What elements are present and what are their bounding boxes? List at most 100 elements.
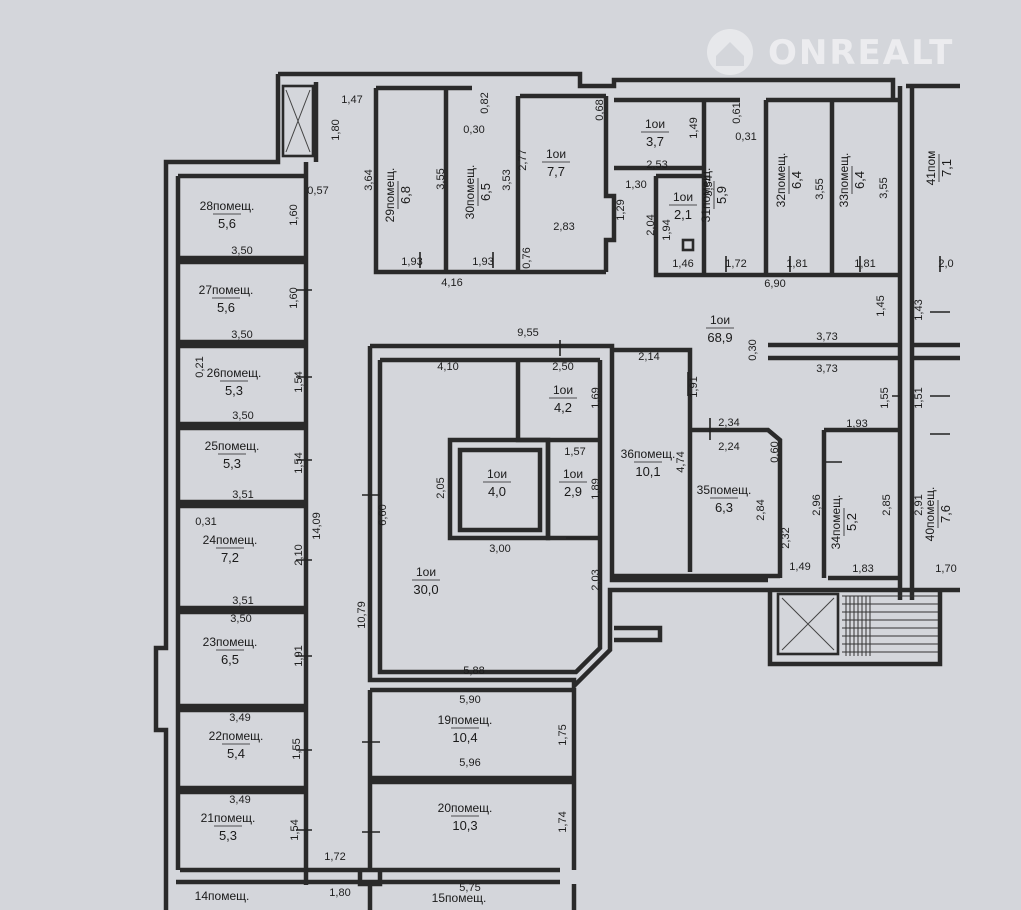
dimension-label: 9,55 — [517, 327, 538, 339]
dimension-label: 1,47 — [341, 94, 362, 106]
dimension-label: 1,30 — [625, 179, 646, 191]
dimension-label: 1,60 — [288, 287, 300, 308]
room-label: 1ои — [416, 565, 436, 579]
dimension-label: 1,93 — [846, 418, 867, 430]
room-area: 5,9 — [714, 186, 729, 204]
room-area: 6,4 — [852, 171, 867, 189]
dimension-label: 1,89 — [590, 478, 602, 499]
room-area: 7,6 — [938, 505, 953, 523]
dimension-label: 0,76 — [521, 247, 533, 268]
room-30: 30помещ.6,5 — [463, 165, 493, 220]
lift-shaft — [281, 84, 315, 158]
dimension-label: 1,75 — [557, 724, 569, 745]
room-area: 6,5 — [221, 652, 239, 667]
room-area: 7,7 — [547, 164, 565, 179]
room-33: 33помещ.6,4 — [837, 153, 867, 208]
room-22: 22помещ.5,4 — [209, 729, 264, 761]
dimension-label: 5,90 — [459, 694, 480, 706]
dimension-label: 1,29 — [615, 199, 627, 220]
dimension-label: 3,50 — [230, 613, 251, 625]
room-36: 36помещ. 10,1 — [621, 447, 676, 479]
room-label: 1ои — [673, 190, 693, 204]
dimension-label: 3,51 — [232, 595, 253, 607]
room-area: 10,1 — [635, 464, 660, 479]
dimension-label: 1,70 — [935, 563, 956, 575]
dimension-label: 1,60 — [288, 204, 300, 225]
room-label: 41пом — [924, 151, 938, 186]
stair-steps — [842, 595, 938, 656]
dimension-label: 0,30 — [463, 124, 484, 136]
dimension-label: 2,10 — [293, 544, 305, 565]
room-label: 15помещ. — [432, 891, 487, 905]
dimension-label: 2,03 — [590, 569, 602, 590]
dimension-label: 5,88 — [463, 665, 484, 677]
dimension-label: 1,43 — [913, 299, 925, 320]
dimension-label: 1,72 — [725, 258, 746, 270]
dimension-label: 2,32 — [780, 527, 792, 548]
room-27: 27помещ.5,6 — [199, 283, 254, 315]
dimension-label: 3,73 — [816, 363, 837, 375]
dimension-label: 3,55 — [435, 168, 447, 189]
room-40: 40помещ.7,6 — [923, 487, 953, 542]
watermark-brand: ONREALT — [768, 33, 954, 73]
dimension-label: 0,31 — [735, 131, 756, 143]
watermark: ONREALT — [707, 29, 954, 75]
dimension-label: 4,16 — [441, 277, 462, 289]
dimension-label: 2,0 — [938, 258, 953, 270]
dimension-label: 2,91 — [913, 494, 925, 515]
room-label: 27помещ. — [199, 283, 254, 297]
room-29: 29помещ.6,8 — [383, 168, 413, 223]
dimension-label: 3,51 — [232, 489, 253, 501]
room-label: 36помещ. — [621, 447, 676, 461]
house-logo-icon — [707, 29, 753, 75]
room-area: 6,3 — [715, 500, 733, 515]
dimension-label: 2,05 — [435, 477, 447, 498]
room-21: 21помещ. 5,3 — [201, 811, 256, 843]
dimension-label: 3,55 — [814, 178, 826, 199]
dimension-label: 5,96 — [459, 757, 480, 769]
room-label: 32помещ. — [774, 153, 788, 208]
room-area: 5,3 — [219, 828, 237, 843]
room-label: 26помещ. — [207, 366, 262, 380]
room-23: 23помещ.6,5 — [203, 635, 258, 667]
dimension-label: 3,55 — [878, 177, 890, 198]
dimension-label: 1,54 — [289, 819, 301, 840]
room-label: 25помещ. — [205, 439, 260, 453]
dimension-label: 6,60 — [377, 504, 389, 525]
dimension-label: 2,14 — [638, 351, 659, 363]
dimension-label: 2,77 — [517, 149, 529, 170]
room-labels: 28помещ.5,6 27помещ.5,6 26помещ. 5,3 25помещ… — [195, 117, 954, 905]
room-32: 32помещ.6,4 — [774, 153, 804, 208]
dimension-label: 0,30 — [747, 339, 759, 360]
dimension-label: 0,60 — [769, 441, 781, 462]
room-label: 28помещ. — [200, 199, 255, 213]
room-28: 28помещ.5,6 — [200, 199, 255, 231]
dimension-label: 14,09 — [311, 512, 323, 540]
room-area: 5,3 — [225, 383, 243, 398]
room-label: 20помещ. — [438, 801, 493, 815]
dimension-label: 3,49 — [229, 712, 250, 724]
dimension-label: 2,34 — [718, 417, 739, 429]
dimension-label: 1,80 — [329, 887, 350, 899]
room-label: 21помещ. — [201, 811, 256, 825]
dimension-label: 3,50 — [231, 245, 252, 257]
room-label: 31помещ. — [699, 168, 713, 223]
room-area: 5,2 — [844, 513, 859, 531]
dimension-label: 3,50 — [231, 329, 252, 341]
room-20: 20помещ.10,3 — [438, 801, 493, 833]
dimension-label: 6,90 — [764, 278, 785, 290]
dimension-label: 2,24 — [718, 441, 739, 453]
dimension-label: 2,83 — [553, 221, 574, 233]
dimension-label: 2,53 — [646, 159, 667, 171]
dimension-label: 1,93 — [401, 256, 422, 268]
room-24: 24помещ.7,2 — [203, 533, 258, 565]
